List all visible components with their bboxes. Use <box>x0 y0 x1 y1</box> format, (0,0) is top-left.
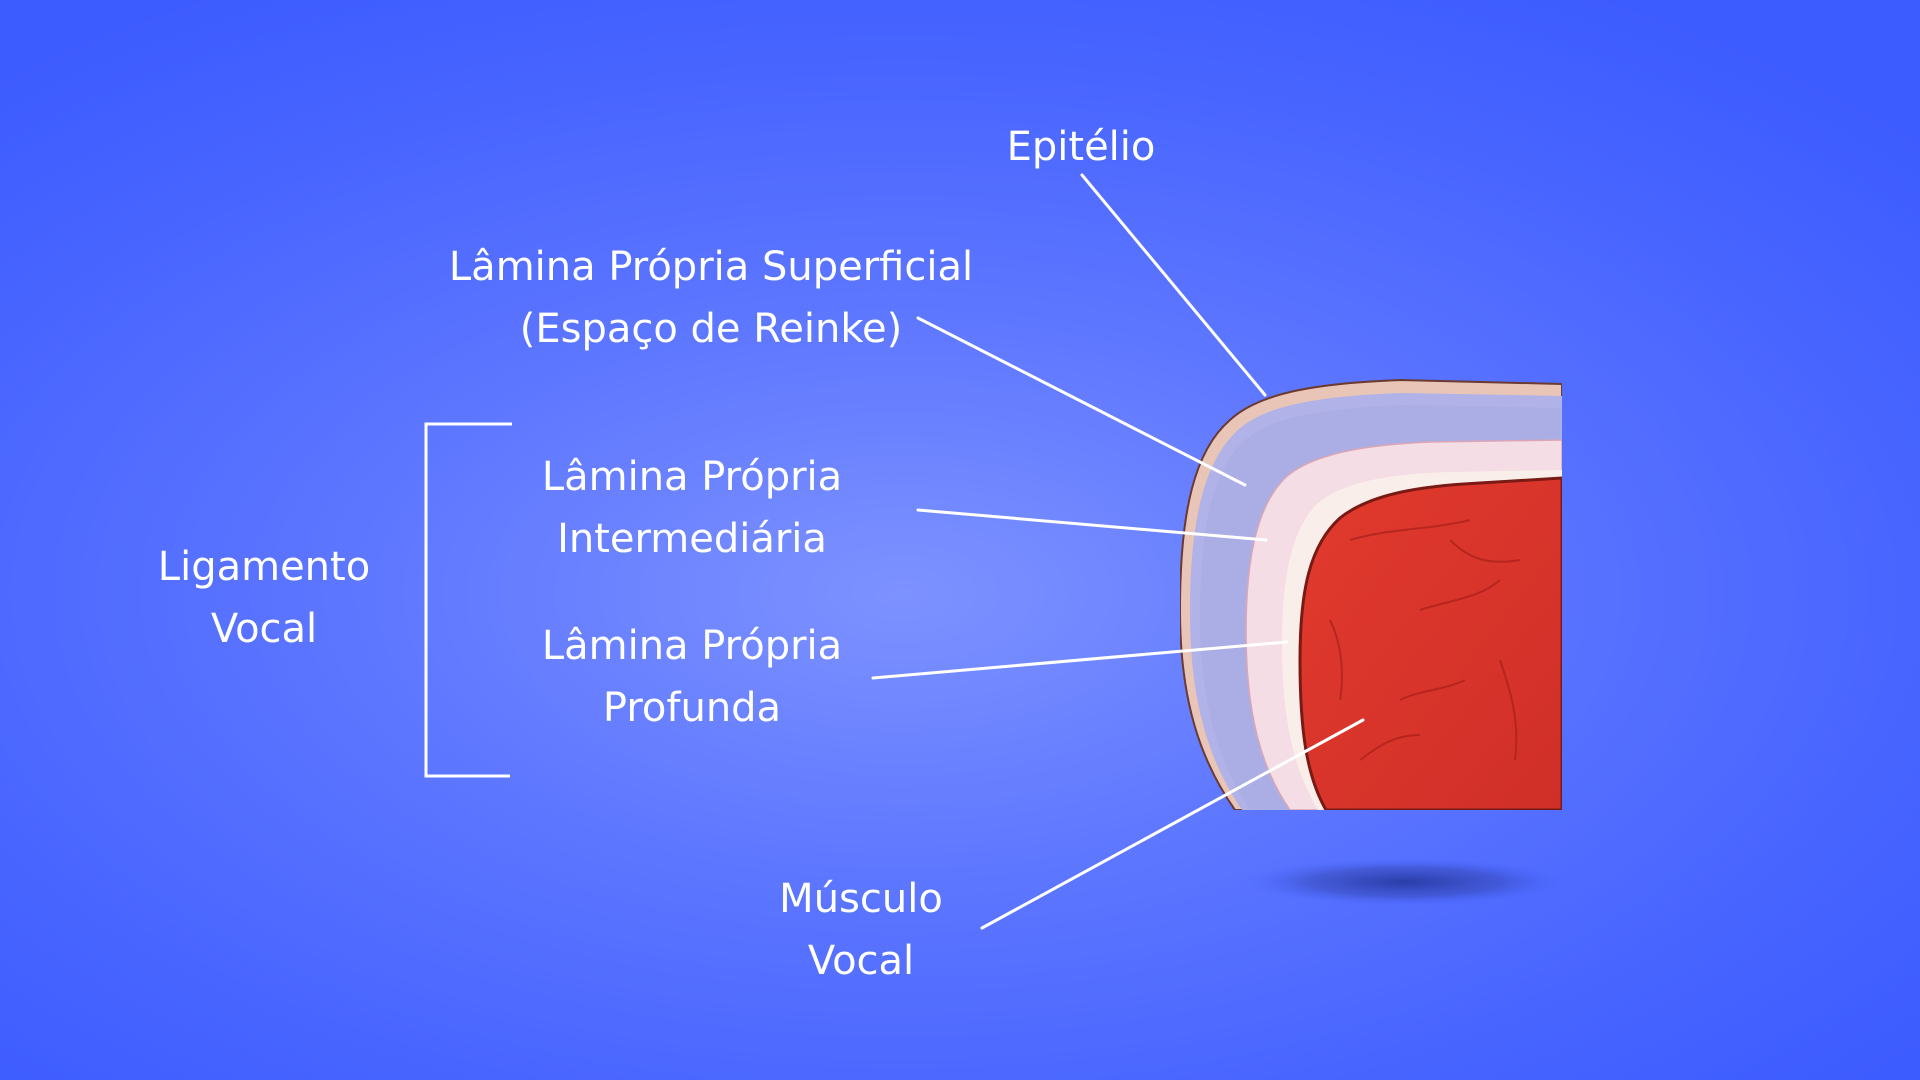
musculo-line2: Vocal <box>807 938 915 984</box>
label-ligamento-vocal: Ligamento Vocal <box>158 536 370 660</box>
superficial-leader-line <box>916 316 1247 487</box>
ligamento-line1: Ligamento <box>157 544 371 590</box>
musculo-line1: Músculo <box>779 876 943 922</box>
label-epitelio: Epitélio <box>1007 116 1156 178</box>
profunda-leader-line <box>871 640 1289 680</box>
label-lamina-intermediaria: Lâmina Própria Intermediária <box>542 446 842 570</box>
label-lamina-profunda: Lâmina Própria Profunda <box>542 615 842 739</box>
leader-lines <box>871 173 1365 930</box>
musculo-leader-line <box>980 718 1365 930</box>
ligamento-bracket <box>424 422 512 778</box>
tissue-section <box>1180 378 1562 810</box>
label-musculo-vocal: Músculo Vocal <box>779 868 943 992</box>
intermediaria-line1: Lâmina Própria <box>541 454 843 500</box>
superficial-line2: (Espaço de Reinke) <box>519 306 903 352</box>
profunda-line2: Profunda <box>602 685 782 731</box>
intermediaria-line2: Intermediária <box>557 516 827 562</box>
muscle-fibers <box>1329 519 1521 761</box>
profunda-line1: Lâmina Própria <box>541 623 843 669</box>
epitelio-text: Epitélio <box>1006 124 1156 170</box>
label-lamina-superficial: Lâmina Própria Superficial (Espaço de Re… <box>449 236 973 360</box>
ligamento-line2: Vocal <box>210 606 318 652</box>
superficial-line1: Lâmina Própria Superficial <box>448 244 974 290</box>
tissue-shadow <box>1245 858 1565 906</box>
epitelio-leader-line <box>1080 173 1267 397</box>
intermediaria-leader-line <box>916 508 1268 542</box>
